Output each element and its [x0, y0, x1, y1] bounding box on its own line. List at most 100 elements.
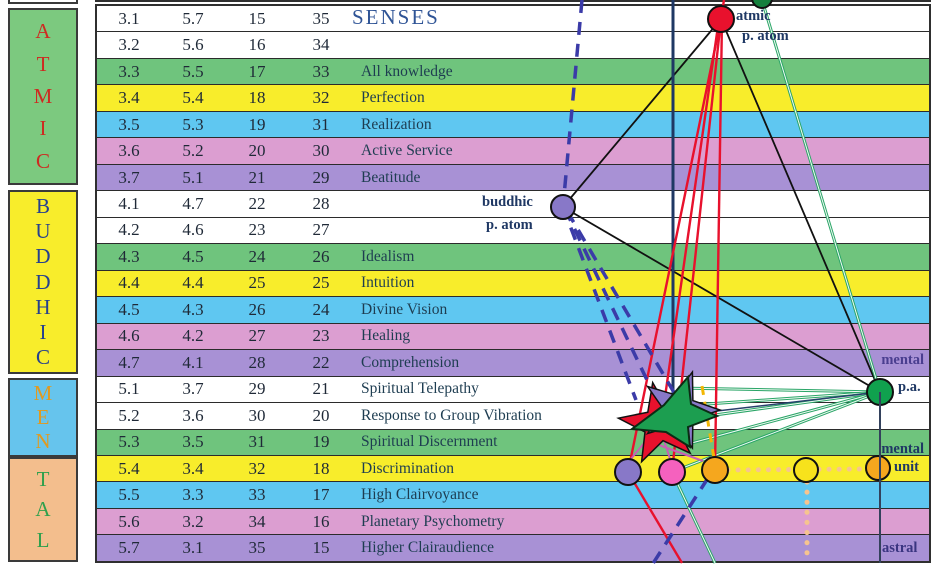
- row-label: Spiritual Telepathy: [361, 380, 479, 398]
- plane-letter: M: [33, 381, 53, 405]
- row-label: Spiritual Discernment: [361, 433, 498, 451]
- row-number-cell: 34: [248, 511, 266, 531]
- row-number-cell: 5.7: [118, 538, 140, 558]
- row-number-cell: 3.5: [118, 114, 140, 134]
- row-number-cell: 4.6: [182, 220, 204, 240]
- table-row: 5.6 3.2 34 16 Planetary Psychometry: [97, 507, 929, 535]
- mental-plane-label: mental: [881, 352, 924, 368]
- row-number-cell: 5.3: [182, 114, 204, 134]
- row-label: Planetary Psychometry: [361, 512, 505, 530]
- row-number-cell: 4.6: [118, 326, 140, 346]
- row-number-cell: 5.6: [182, 35, 204, 55]
- row-number-cell: 5.2: [182, 141, 204, 161]
- row-label: Perfection: [361, 89, 425, 107]
- row-number-cell: 3.3: [118, 61, 140, 81]
- row-number-cell: 19: [312, 432, 330, 452]
- row-number-cell: 5.4: [118, 458, 140, 478]
- row-number-cell: 3.6: [118, 141, 140, 161]
- plane-box-top-stub: [8, 0, 78, 4]
- plane-letter: A: [35, 19, 51, 44]
- row-number-cell: 21: [248, 167, 266, 187]
- row-number-cell: 5.5: [182, 61, 204, 81]
- row-number-cell: 29: [248, 379, 266, 399]
- row-number-cell: 32: [248, 458, 266, 478]
- row-number-cell: 21: [312, 379, 330, 399]
- row-number-cell: 23: [248, 220, 266, 240]
- row-number-cell: 33: [312, 61, 330, 81]
- row-number-cell: 19: [248, 114, 266, 134]
- plane-letter: M: [33, 83, 53, 108]
- row-number-cell: 3.4: [182, 458, 204, 478]
- row-number-cell: 5.1: [182, 167, 204, 187]
- row-number-cell: 3.7: [118, 167, 140, 187]
- row-number-cell: 4.3: [118, 246, 140, 266]
- plane-letter: A: [35, 497, 51, 521]
- plane-letter: I: [39, 319, 47, 344]
- plane-letter: T: [36, 466, 50, 491]
- row-number-cell: 28: [312, 194, 330, 214]
- row-number-cell: 5.4: [182, 88, 204, 108]
- row-number-cell: 5.7: [182, 8, 204, 28]
- row-label: Discrimination: [361, 459, 454, 477]
- row-number-cell: 29: [312, 167, 330, 187]
- row-number-cell: 22: [312, 352, 330, 372]
- row-label: Healing: [361, 327, 411, 345]
- row-number-cell: 4.3: [182, 299, 204, 319]
- row-number-cell: 24: [248, 246, 266, 266]
- row-label: Realization: [361, 115, 432, 133]
- row-number-cell: 20: [248, 141, 266, 161]
- row-number-cell: 3.1: [118, 8, 140, 28]
- row-label: Intuition: [361, 274, 415, 292]
- row-label: Divine Vision: [361, 300, 448, 318]
- row-number-cell: 22: [248, 194, 266, 214]
- row-number-cell: 18: [312, 458, 330, 478]
- plane-letter: E: [36, 405, 50, 429]
- row-number-cell: 4.4: [118, 273, 140, 293]
- row-number-cell: 4.7: [182, 194, 204, 214]
- row-number-cell: 26: [248, 299, 266, 319]
- row-number-cell: 15: [248, 8, 266, 28]
- row-number-cell: 3.7: [182, 379, 204, 399]
- plane-letter: T: [36, 51, 50, 76]
- row-number-cell: 4.1: [118, 194, 140, 214]
- mental-unit-label: unit: [894, 459, 919, 475]
- plane-letter: D: [35, 244, 51, 269]
- row-number-cell: 5.6: [118, 511, 140, 531]
- row-number-cell: 4.4: [182, 273, 204, 293]
- row-number-cell: 4.7: [118, 352, 140, 372]
- plane-letter: B: [35, 194, 50, 219]
- row-number-cell: 16: [312, 511, 330, 531]
- row-label: Response to Group Vibration: [361, 406, 542, 424]
- row-number-cell: 27: [312, 220, 330, 240]
- row-number-cell: 4.5: [182, 246, 204, 266]
- row-label: Comprehension: [361, 353, 460, 371]
- plane-letter: N: [35, 429, 51, 453]
- mental-pa-label: p.a.: [898, 379, 921, 395]
- buddhic-patom-label: p. atom: [486, 217, 533, 233]
- row-number-cell: 26: [312, 246, 330, 266]
- row-number-cell: 34: [312, 35, 330, 55]
- plane-letter: U: [35, 219, 51, 244]
- row-number-cell: 3.3: [182, 485, 204, 505]
- row-number-cell: 30: [248, 405, 266, 425]
- row-number-cell: 16: [248, 35, 266, 55]
- mental-unit-label-top: mental: [881, 441, 924, 457]
- row-number-cell: 15: [312, 538, 330, 558]
- row-number-cell: 3.2: [182, 511, 204, 531]
- row-number-cell: 17: [312, 485, 330, 505]
- astral-plane-label: astral: [882, 540, 918, 556]
